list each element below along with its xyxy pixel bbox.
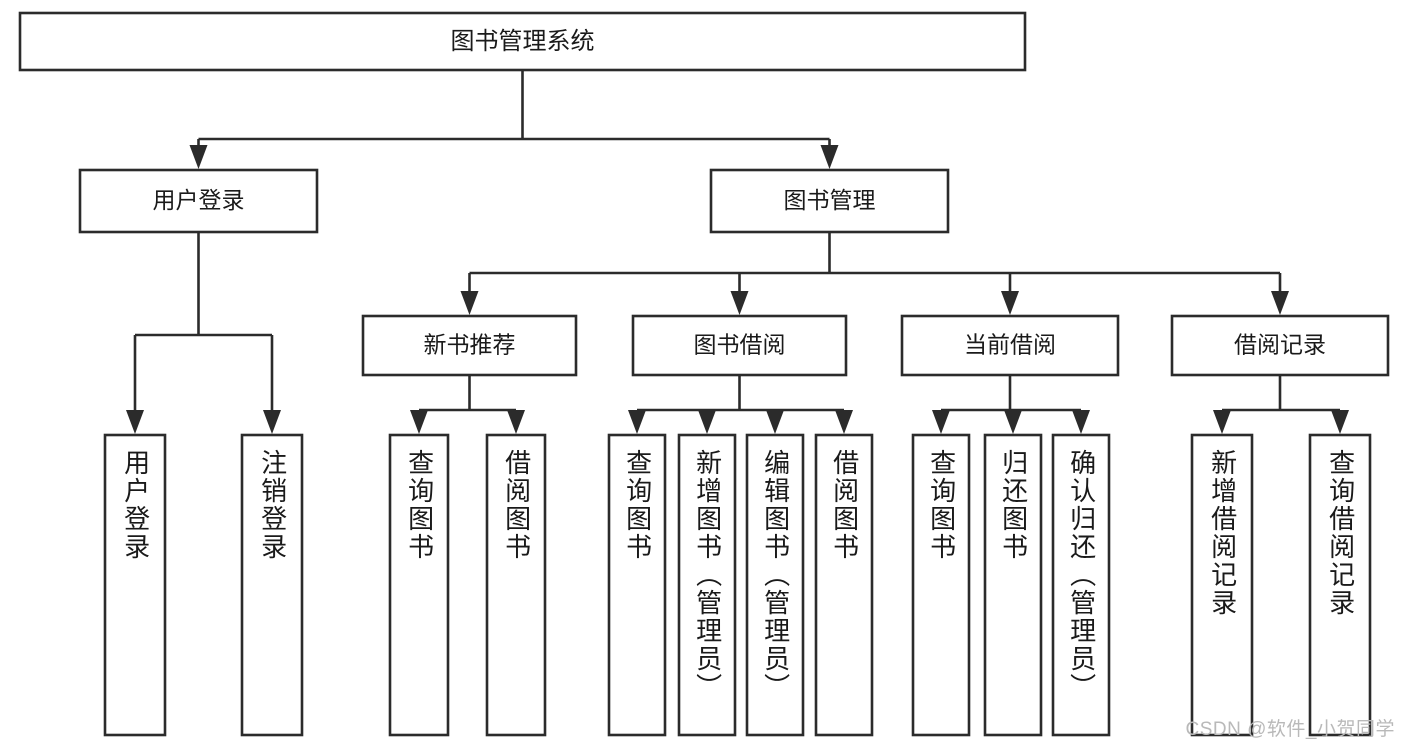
node-box-borrow-record[interactable] xyxy=(1170,314,1390,377)
arrow-to-borrow-record xyxy=(1271,291,1289,315)
node-label-user-login: 用户登录 xyxy=(153,187,245,213)
arrow-to-leaf-edit-book xyxy=(766,410,784,434)
node-box-root[interactable] xyxy=(18,11,1027,72)
node-box-leaf-borrow-book-b[interactable] xyxy=(814,433,874,737)
node-box-leaf-query-book-b[interactable] xyxy=(607,433,667,737)
arrow-to-leaf-query-book-rec xyxy=(410,410,428,434)
node-box-leaf-borrow-book-rec[interactable] xyxy=(485,433,547,737)
node-box-new-book-rec[interactable] xyxy=(361,314,578,377)
arrow-to-leaf-borrow-book-rec xyxy=(507,410,525,434)
arrow-to-leaf-query-book-c xyxy=(932,410,950,434)
arrow-to-leaf-query-record xyxy=(1331,410,1349,434)
node-box-leaf-add-book[interactable] xyxy=(677,433,737,737)
arrow-to-book-manage xyxy=(820,145,839,169)
node-label-new-book-rec: 新书推荐 xyxy=(424,332,516,358)
node-box-leaf-query-book-c[interactable] xyxy=(911,433,971,737)
arrow-to-leaf-add-book xyxy=(698,410,716,434)
connector-layer xyxy=(126,70,1349,434)
arrow-to-leaf-borrow-book-b xyxy=(835,410,853,434)
arrow-to-user-login xyxy=(189,145,208,169)
node-label-root: 图书管理系统 xyxy=(451,28,595,55)
arrow-to-leaf-add-record xyxy=(1213,410,1231,434)
node-box-leaf-user-login[interactable] xyxy=(103,433,167,737)
node-box-user-login[interactable] xyxy=(78,168,319,234)
arrow-to-leaf-return-book xyxy=(1004,410,1022,434)
node-label-current-borrow: 当前借阅 xyxy=(964,332,1056,358)
arrow-to-new-book-rec xyxy=(460,291,479,315)
node-box-leaf-confirm-return[interactable] xyxy=(1051,433,1111,737)
arrow-to-leaf-user-login xyxy=(126,410,144,434)
arrow-to-leaf-logout xyxy=(263,410,281,434)
node-label-borrow-record: 借阅记录 xyxy=(1234,332,1326,358)
node-box-leaf-return-book[interactable] xyxy=(983,433,1043,737)
node-box-leaf-edit-book[interactable] xyxy=(745,433,805,737)
arrow-to-current-borrow xyxy=(1001,291,1019,315)
node-box-leaf-query-record[interactable] xyxy=(1308,433,1372,737)
node-box-leaf-add-record[interactable] xyxy=(1190,433,1254,737)
arrow-to-leaf-query-book-b xyxy=(628,410,646,434)
box-layer xyxy=(18,11,1390,737)
watermark-text: CSDN @软件_小贺同学 xyxy=(1185,719,1395,740)
arrow-to-book-borrow xyxy=(730,291,749,315)
node-box-leaf-logout[interactable] xyxy=(240,433,304,737)
node-box-current-borrow[interactable] xyxy=(900,314,1120,377)
node-box-leaf-query-book-rec[interactable] xyxy=(388,433,450,737)
node-label-book-borrow: 图书借阅 xyxy=(694,332,786,358)
node-label-book-manage: 图书管理 xyxy=(784,187,876,213)
node-box-book-borrow[interactable] xyxy=(631,314,848,377)
arrow-to-leaf-confirm-return xyxy=(1072,410,1090,434)
node-box-book-manage[interactable] xyxy=(709,168,950,234)
